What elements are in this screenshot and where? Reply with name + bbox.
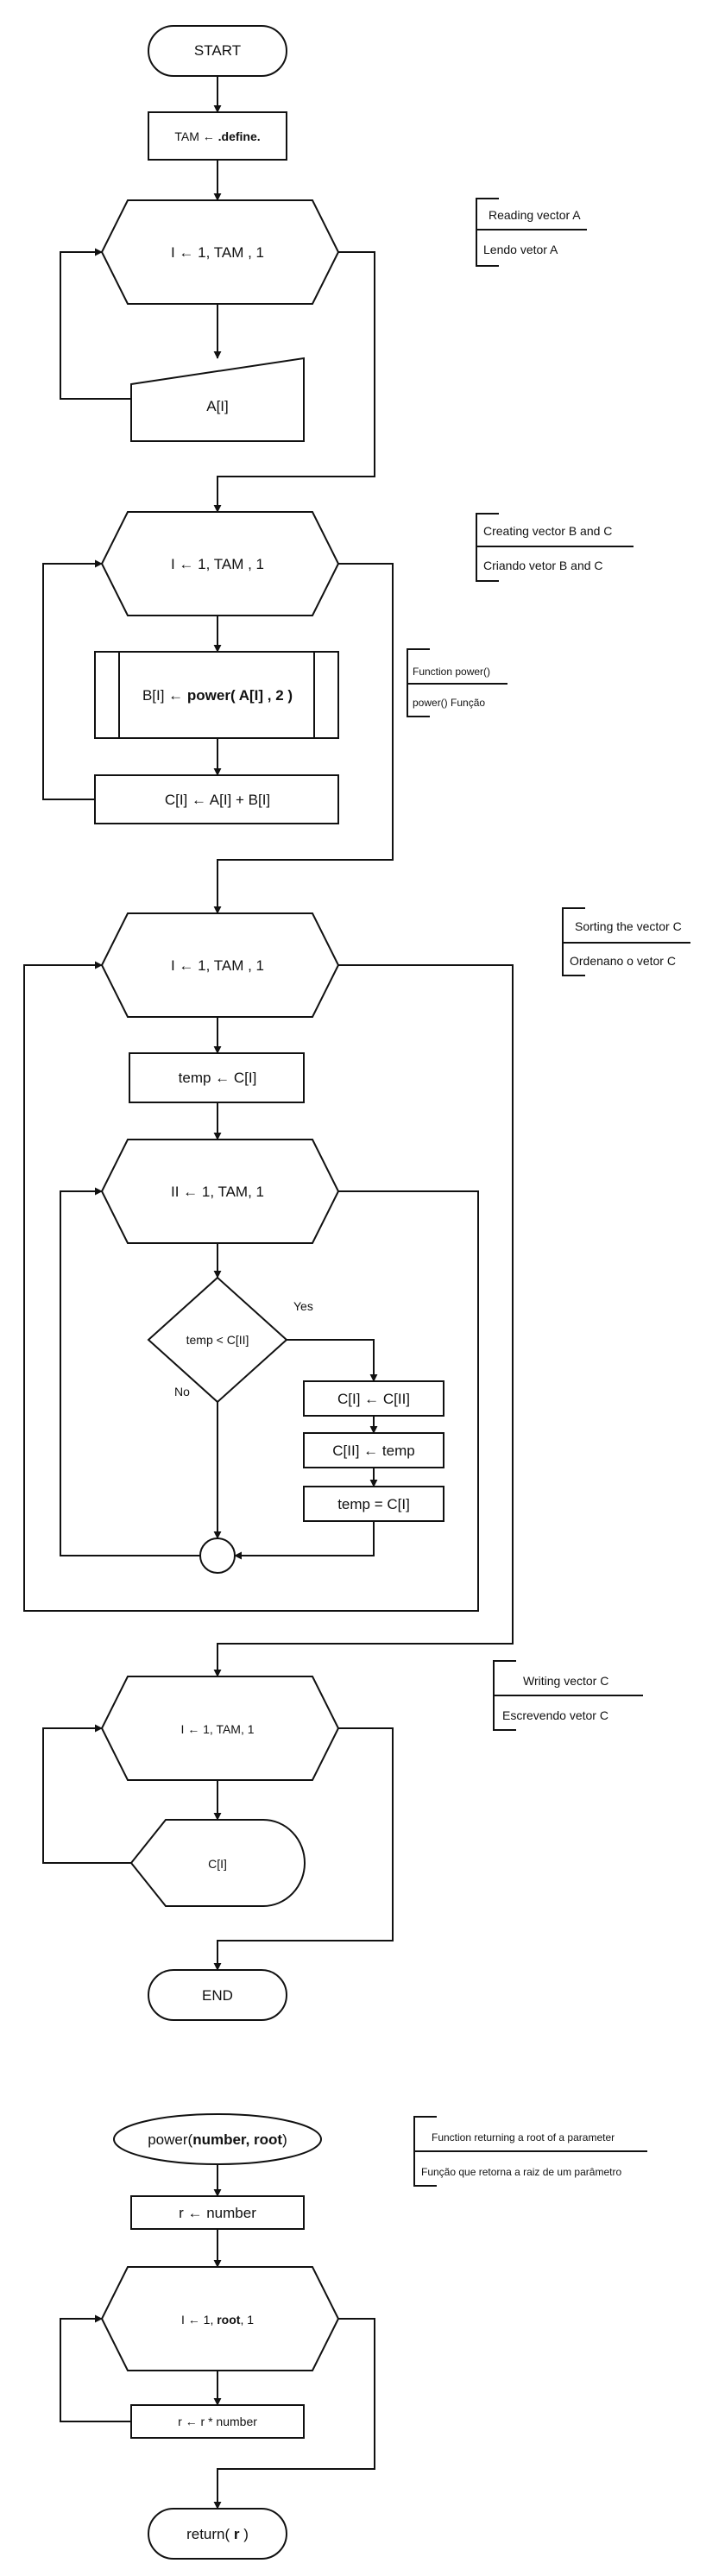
annotation-sorting-pt: Ordenano o vetor C [570,954,676,968]
swap-box-1 [303,1380,444,1417]
annotation-reading-en: Reading vector A [489,208,581,222]
return-label: return( r ) [186,2526,249,2542]
annotation-root-en: Function returning a root of a parameter [432,2131,615,2144]
annotation-writing-pt: Escrevendo vetor C [502,1708,608,1722]
read-a-label: A[I] [206,398,229,414]
loop-sort-label: I ← 1, TAM , 1 [171,957,264,974]
swap2-label: C[II] ← temp [332,1443,414,1459]
decision-label: temp < C[II] [186,1333,249,1347]
r-assign-label: r ← number [179,2205,256,2221]
annotation-power-pt: power() Função [413,697,485,709]
conn-assign-back [42,559,103,800]
yes-label: Yes [293,1299,313,1313]
swap3-label: temp = C[I] [337,1496,410,1512]
annotation-creating-en: Creating vector B and C [483,524,612,538]
tam-assign-box [148,111,287,161]
merge-connector [199,1537,236,1574]
assign-c-label: C[I] ← A[I] + B[I] [165,792,270,808]
swap1-label: C[I] ← C[II] [337,1391,410,1407]
temp-assign-label: temp ← C[I] [179,1070,257,1086]
annotation-power-en: Function power() [413,666,490,678]
write-display-shape [129,1819,306,1907]
conn-swap3-merge [234,1521,375,1560]
conn-loop-write-exit [213,1727,394,1971]
annotation-sorting-en: Sorting the vector C [575,919,682,933]
r-assign-box [130,2195,305,2230]
annotation-reading-pt: Lendo vetor A [483,243,558,256]
annotation-creating-pt: Criando vetor B and C [483,559,603,572]
annotation-root-pt: Função que retorna a raiz de um parâmetr… [421,2166,621,2178]
conn-display-back [42,1724,131,1864]
loop-write-label: I ← 1, TAM, 1 [180,1722,254,1736]
loop-inner-label: II ← 1, TAM, 1 [171,1184,264,1200]
swap-box-3 [303,1486,444,1522]
conn-loop-create-exit [213,563,394,914]
power-call-label: B[I] ← power( A[I] , 2 ) [142,687,293,704]
loop-read-label: I ← 1, TAM , 1 [171,244,264,261]
power-call-box [94,651,339,739]
end-label: END [202,1987,233,2004]
conn-loop-sort-exit [213,964,514,1677]
write-c-label: C[I] [208,1857,227,1871]
conn-ploop-exit [213,2318,375,2510]
read-input-shape [130,357,305,442]
conn-decision-yes [287,1339,378,1382]
conn-read-back [60,248,131,400]
power-start-label: power(number, root) [148,2131,287,2148]
tam-assign-label: TAM ← .define. [174,129,260,143]
conn-mult-back [60,2314,131,2422]
power-loop-label: I ← 1, root, 1 [181,2313,254,2327]
no-label: No [174,1385,190,1398]
loop-create-label: I ← 1, TAM , 1 [171,556,264,572]
conn-merge-back [60,1187,200,1556]
annotation-writing-en: Writing vector C [523,1674,608,1688]
temp-assign-box [129,1052,305,1103]
conn-loop-read-exit [213,251,375,513]
conn-inner-exit [23,961,479,1612]
multiply-label: r ← r * number [178,2415,257,2428]
annotation-reading-bracket [476,198,499,267]
start-label: START [194,42,241,59]
